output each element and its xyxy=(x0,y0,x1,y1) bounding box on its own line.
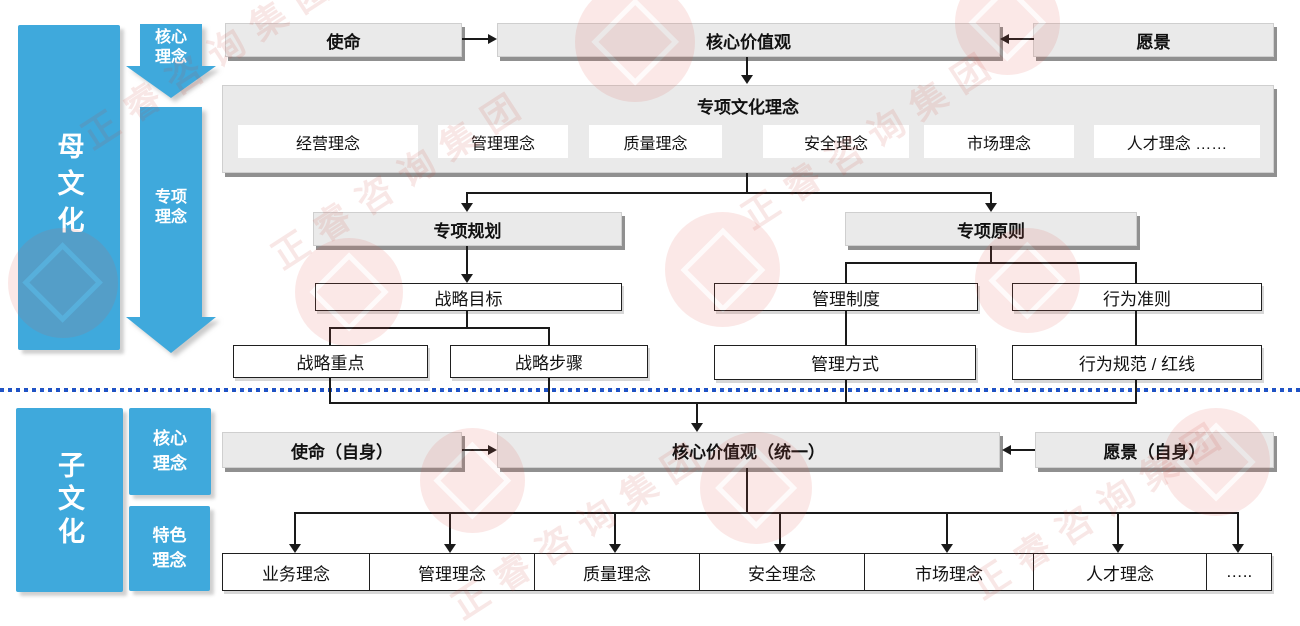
child-concept-box: 人才理念 xyxy=(1033,554,1206,590)
connector-line xyxy=(1011,449,1035,451)
connector-line xyxy=(329,378,331,404)
connector-line xyxy=(466,311,468,328)
connector-line xyxy=(466,246,468,276)
connector-line xyxy=(990,246,992,263)
connector-line xyxy=(548,378,550,404)
parent-concept-box: 安全理念 xyxy=(763,125,909,158)
arrowhead xyxy=(289,544,301,553)
connector-line xyxy=(746,173,748,193)
connector-line xyxy=(294,512,296,545)
connector-line xyxy=(845,262,847,283)
connector-line xyxy=(466,192,992,194)
connector-line xyxy=(548,327,550,345)
connector-line xyxy=(845,380,847,404)
management-method-box: 管理方式 xyxy=(714,345,976,380)
special-culture-title: 专项文化理念 xyxy=(697,98,799,117)
arrowhead xyxy=(461,274,473,283)
connector-line xyxy=(845,262,1137,264)
strategic-steps-box: 战略步骤 xyxy=(450,345,648,378)
child-concept-box: 质量理念 xyxy=(534,554,699,590)
child-concept-row: 业务理念 管理理念 质量理念 安全理念 市场理念 人才理念 ….. xyxy=(222,553,1272,591)
connector-line xyxy=(746,57,748,77)
connector-line xyxy=(614,512,616,545)
arrowhead xyxy=(774,544,786,553)
connector-line xyxy=(779,512,781,545)
strategic-focus-box: 战略重点 xyxy=(233,345,428,378)
parent-culture-bar: 母文化 xyxy=(18,25,120,350)
parent-concept-box: 经营理念 xyxy=(238,125,418,158)
connector-line xyxy=(294,512,1239,514)
special-planning-box: 专项规划 xyxy=(313,212,622,246)
connector-line xyxy=(329,327,549,329)
connector-line xyxy=(1135,380,1137,404)
behavior-norms-box: 行为规范 / 红线 xyxy=(1012,345,1262,380)
connector-line xyxy=(1237,512,1239,545)
special-concept-down-arrow xyxy=(126,107,216,353)
connector-line xyxy=(1009,38,1034,40)
connector-line xyxy=(466,192,468,205)
parent-concept-box: 人才理念 …… xyxy=(1094,125,1260,158)
arrowhead xyxy=(1000,34,1009,44)
parent-concept-box: 质量理念 xyxy=(589,125,722,158)
arrowhead xyxy=(1002,445,1011,455)
parent-concept-box: 市场理念 xyxy=(924,125,1074,158)
connector-line xyxy=(1135,262,1137,283)
connector-line xyxy=(946,512,948,545)
arrowhead xyxy=(488,34,497,44)
child-concept-box: ….. xyxy=(1206,554,1271,590)
connector-line xyxy=(462,449,489,451)
connector-line xyxy=(462,38,489,40)
connector-line xyxy=(746,468,748,514)
connector-line xyxy=(845,311,847,345)
child-special-concept-tag: 特色理念 xyxy=(129,506,210,591)
connector-line xyxy=(990,192,992,205)
connector-line xyxy=(329,402,1137,404)
connector-line xyxy=(449,512,451,545)
management-system-box: 管理制度 xyxy=(714,283,978,311)
child-culture-bar: 子文化 xyxy=(16,408,123,592)
arrowhead xyxy=(444,544,456,553)
arrowhead xyxy=(691,423,703,432)
arrowhead xyxy=(985,203,997,212)
arrowhead xyxy=(488,445,497,455)
child-concept-box: 安全理念 xyxy=(699,554,864,590)
arrowhead xyxy=(1232,544,1244,553)
vision-box: 愿景 xyxy=(1033,23,1274,57)
connector-line xyxy=(1117,512,1119,545)
core-concept-down-arrow xyxy=(126,24,216,98)
special-culture-container: 专项文化理念 经营理念 管理理念 质量理念 安全理念 市场理念 人才理念 …… xyxy=(222,85,1274,173)
child-concept-box: 管理理念 xyxy=(369,554,534,590)
arrowhead xyxy=(741,75,753,84)
core-values-box: 核心价值观 xyxy=(497,23,1000,57)
arrowhead xyxy=(461,203,473,212)
parent-child-separator xyxy=(0,388,1300,392)
arrowhead xyxy=(609,544,621,553)
special-principles-box: 专项原则 xyxy=(845,212,1137,246)
child-culture-label: 子文化 xyxy=(54,450,84,550)
connector-line xyxy=(329,327,331,345)
connector-line xyxy=(696,402,698,424)
parent-culture-label: 母文化 xyxy=(53,132,84,243)
child-vision-box: 愿景（自身） xyxy=(1035,432,1274,468)
behavior-criteria-box: 行为准则 xyxy=(1012,283,1262,311)
connector-line xyxy=(1135,311,1137,345)
arrowhead xyxy=(941,544,953,553)
child-core-values-box: 核心价值观（统一） xyxy=(497,432,1000,468)
parent-concept-box: 管理理念 xyxy=(438,125,568,158)
child-mission-box: 使命（自身） xyxy=(222,432,462,468)
arrowhead xyxy=(1112,544,1124,553)
mission-box: 使命 xyxy=(225,23,462,57)
child-core-concept-tag: 核心理念 xyxy=(129,408,211,495)
strategic-goal-box: 战略目标 xyxy=(315,283,622,311)
child-concept-box: 业务理念 xyxy=(262,564,330,584)
child-concept-box: 市场理念 xyxy=(864,554,1033,590)
